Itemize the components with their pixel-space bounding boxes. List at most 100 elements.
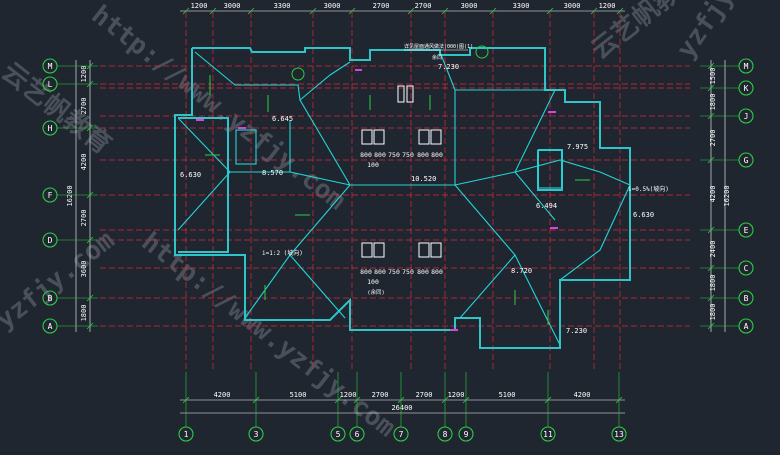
left-axis-bubble-D-label: D [48, 236, 53, 245]
win-dim-top-5: 800 [417, 151, 429, 159]
bottom-dim-4: 2700 [372, 391, 389, 399]
roof-lines [177, 51, 631, 346]
bottom-dim-2: 5100 [290, 391, 307, 399]
top-dim-3: 3300 [274, 2, 291, 10]
elevation-8-720: 8.720 [511, 267, 532, 275]
roof-left-diagonal [299, 99, 351, 186]
left-axis-bubble-M-label: M [48, 62, 53, 71]
left-axis-bubble-H-label: H [48, 124, 53, 133]
elevation-6-494: 6.494 [536, 202, 557, 210]
top-tick-5 [348, 7, 356, 15]
top-dim-9: 3000 [564, 2, 581, 10]
top-dim-4: 3000 [324, 2, 341, 10]
elevation-7-230-top: 7.230 [438, 63, 459, 71]
win-dim-bottom-3: 750 [388, 268, 400, 276]
slope-label-right: i=0.5%(坡向) [628, 185, 669, 193]
chimney-vent [397, 85, 405, 103]
top-tick-10 [590, 7, 598, 15]
right-dim-1: 1500 [709, 68, 717, 85]
right-dim-4: 4200 [709, 186, 717, 203]
right-axis-bubble-B-label: B [744, 294, 749, 303]
window-top-4 [430, 129, 442, 145]
drain-markers [196, 69, 558, 331]
window-bottom-3 [418, 242, 430, 258]
top-note-text: 详见屋面通风做法(000)图(1) [404, 43, 473, 50]
section-mark-1 [291, 67, 305, 81]
right-axis-bubble-C-label: C [744, 264, 749, 273]
bottom-axis-bubble-9-label: 9 [464, 430, 469, 439]
win-sub-bottom: 100 [367, 278, 379, 286]
win-dim-top-2: 800 [374, 151, 386, 159]
left-total-dim: 16200 [66, 185, 74, 206]
left-dim-2: 2700 [80, 98, 88, 115]
left-dimension-texts: 1200 2700 4200 2700 3600 1800 16200 [66, 66, 88, 322]
top-dim-8: 3300 [513, 2, 530, 10]
roof-hip-right [454, 184, 516, 256]
win-sub-label-bottom: (余同) [367, 288, 385, 296]
dimension-lines [75, 10, 726, 414]
roof-right-wing [514, 159, 631, 281]
top-dim-6: 2700 [415, 2, 432, 10]
top-dim-2: 3000 [224, 2, 241, 10]
window-top-2 [373, 129, 385, 145]
right-axis-bubble-G-label: G [744, 156, 749, 165]
section-mark-2 [475, 45, 489, 59]
roof-upper-right [439, 51, 556, 221]
bottom-axis-bubble-6-label: 6 [355, 430, 360, 439]
bottom-axis-bubble-11-label: 11 [543, 430, 553, 439]
roof-hip-lower-right [459, 254, 561, 346]
win-dim-bottom-2: 800 [374, 268, 386, 276]
win-dim-bottom-5: 800 [417, 268, 429, 276]
skylight-right [537, 149, 563, 189]
top-tick-1 [182, 7, 190, 15]
win-dim-bottom-4: 750 [402, 268, 414, 276]
slope-arrows [205, 45, 590, 325]
left-axis-bubble-B-label: B [48, 294, 53, 303]
right-axis-bubble-E-label: E [744, 226, 749, 235]
right-axis-bubble-A-label: A [744, 322, 749, 331]
bottom-dim-5: 2700 [416, 391, 433, 399]
window-top-1 [361, 129, 373, 145]
roof-hip-left [289, 184, 351, 256]
elevation-6-630-right: 6.630 [633, 211, 654, 219]
elevation-6-630-left: 6.630 [180, 171, 201, 179]
top-tick-3 [247, 7, 255, 15]
win-dim-top-6: 800 [431, 151, 443, 159]
elevation-10-520: 10.520 [411, 175, 436, 183]
left-dim-4: 2700 [80, 210, 88, 227]
top-tick-4 [309, 7, 317, 15]
elevation-6-645: 6.645 [272, 115, 293, 123]
win-dim-top-3: 750 [388, 151, 400, 159]
skylight-top-left [235, 129, 257, 165]
window-bottom-4 [430, 242, 442, 258]
win-dim-top-1: 800 [360, 151, 372, 159]
left-axis-bubble-A-label: A [48, 322, 53, 331]
right-axis-bubble-K-label: K [744, 84, 749, 93]
left-dim-6: 1800 [80, 305, 88, 322]
window-bottom-1 [361, 242, 373, 258]
left-axis-bubble-F-label: F [48, 191, 53, 200]
window-top-3 [418, 129, 430, 145]
top-dimension-texts: 1200 3000 3300 3000 2700 2700 3000 3300 … [191, 2, 616, 10]
top-tick-6 [407, 7, 415, 15]
top-dim-10: 1200 [599, 2, 616, 10]
bottom-axis-bubble-7-label: 7 [399, 430, 404, 439]
bottom-dim-7: 5100 [499, 391, 516, 399]
bottom-axis-bubble-5-label: 5 [336, 430, 341, 439]
elevation-7-230-bottom: 7.230 [566, 327, 587, 335]
top-tick-11 [616, 7, 624, 15]
top-tick-9 [546, 7, 554, 15]
elevation-labels: 7.230 6.645 6.630 8.570 10.520 7.975 6.4… [180, 63, 669, 335]
top-tick-8 [489, 7, 497, 15]
bottom-dim-6: 1200 [448, 391, 465, 399]
bottom-dimension-texts: 4200 5100 1200 2700 2700 1200 5100 4200 … [214, 391, 591, 412]
left-dim-3: 4200 [80, 154, 88, 171]
bottom-axis-bubble-8-label: 8 [443, 430, 448, 439]
bottom-total-dim: 26400 [391, 404, 412, 412]
bottom-dim-3: 1200 [340, 391, 357, 399]
right-total-dim: 16200 [723, 185, 731, 206]
